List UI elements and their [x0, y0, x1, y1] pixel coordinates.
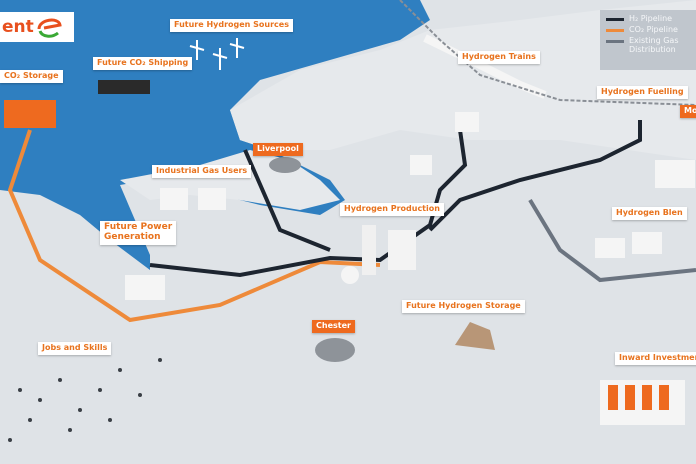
- buildings: [160, 112, 695, 258]
- legend-label: CO₂ Pipeline: [629, 25, 678, 34]
- label-co2-shipping: Future CO₂ Shipping: [93, 57, 193, 70]
- legend-co2: CO₂ Pipeline: [604, 25, 696, 34]
- co2-storage-platform: [4, 100, 56, 128]
- label-line: Generation: [104, 231, 161, 242]
- label-co2-storage: CO₂ Storage: [0, 70, 63, 83]
- label-liverpool: Liverpool: [253, 143, 303, 156]
- wind-turbines: [189, 38, 245, 70]
- legend-h2: H₂ Pipeline: [604, 14, 696, 23]
- logo: ent: [0, 12, 74, 42]
- label-hydrogen-fuelling: Hydrogen Fuelling: [597, 86, 688, 99]
- label-jobs-skills: Jobs and Skills: [38, 342, 112, 355]
- h2-pipeline-branches: [243, 120, 642, 252]
- power-station: [125, 275, 165, 300]
- north-coast: [230, 0, 696, 160]
- liverpool-marker: [269, 157, 301, 173]
- legend: H₂ Pipeline CO₂ Pipeline Existing Gas Di…: [600, 10, 696, 70]
- rail-line: [399, 0, 696, 106]
- legend-gas: Existing Gas Distribution: [604, 36, 696, 54]
- hydrogen-train: [423, 34, 547, 99]
- logo-text: ent: [2, 17, 34, 37]
- label-inward-investment: Inward Investment: [615, 352, 696, 365]
- label-hydrogen-trains: Hydrogen Trains: [458, 51, 540, 64]
- existing-gas-distribution: [528, 198, 696, 283]
- legend-label: H₂ Pipeline: [629, 14, 673, 23]
- legend-label: Existing Gas Distribution: [629, 36, 679, 54]
- label-hydrogen-blending: Hydrogen Blen: [612, 207, 687, 220]
- storage-rock: [455, 322, 495, 350]
- label-hydrogen-storage: Future Hydrogen Storage: [402, 300, 525, 313]
- label-mo: Mo: [680, 105, 696, 118]
- label-hydrogen-sources: Future Hydrogen Sources: [170, 19, 293, 32]
- crowd: [8, 358, 162, 442]
- ship: [98, 80, 150, 94]
- chester-marker: [315, 338, 355, 362]
- factory-roofs: [608, 385, 669, 410]
- label-industrial-gas-users: Industrial Gas Users: [152, 165, 252, 178]
- label-chester: Chester: [312, 320, 355, 333]
- co2-pipeline: [7, 129, 381, 323]
- logo-e-icon: [37, 18, 62, 38]
- label-line: Future Power: [104, 222, 173, 232]
- hydrogen-production-plant: [341, 225, 416, 284]
- label-hydrogen-production: Hydrogen Production: [340, 203, 444, 216]
